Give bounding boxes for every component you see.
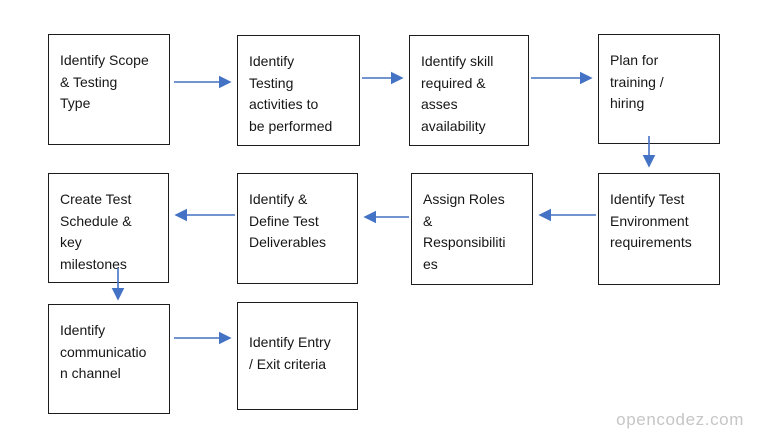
flow-box-roles-responsibilities: Assign Roles & Responsibiliti es — [411, 173, 533, 285]
flow-box-identify-scope: Identify Scope & Testing Type — [48, 34, 170, 145]
flow-box-entry-exit-criteria: Identify Entry / Exit criteria — [237, 302, 358, 410]
flow-box-testing-activities: Identify Testing activities to be perfor… — [237, 35, 360, 146]
flow-box-test-environment: Identify Test Environment requirements — [598, 173, 720, 285]
flow-box-test-deliverables: Identify & Define Test Deliverables — [237, 173, 358, 284]
flow-box-training-hiring: Plan for training / hiring — [598, 34, 720, 144]
flow-box-skill-availability: Identify skill required & asses availabi… — [409, 35, 529, 146]
flow-box-test-schedule: Create Test Schedule & key milestones — [48, 173, 169, 283]
watermark-text: opencodez.com — [616, 410, 744, 429]
flow-box-communication-channel: Identify communicatio n channel — [48, 304, 170, 414]
